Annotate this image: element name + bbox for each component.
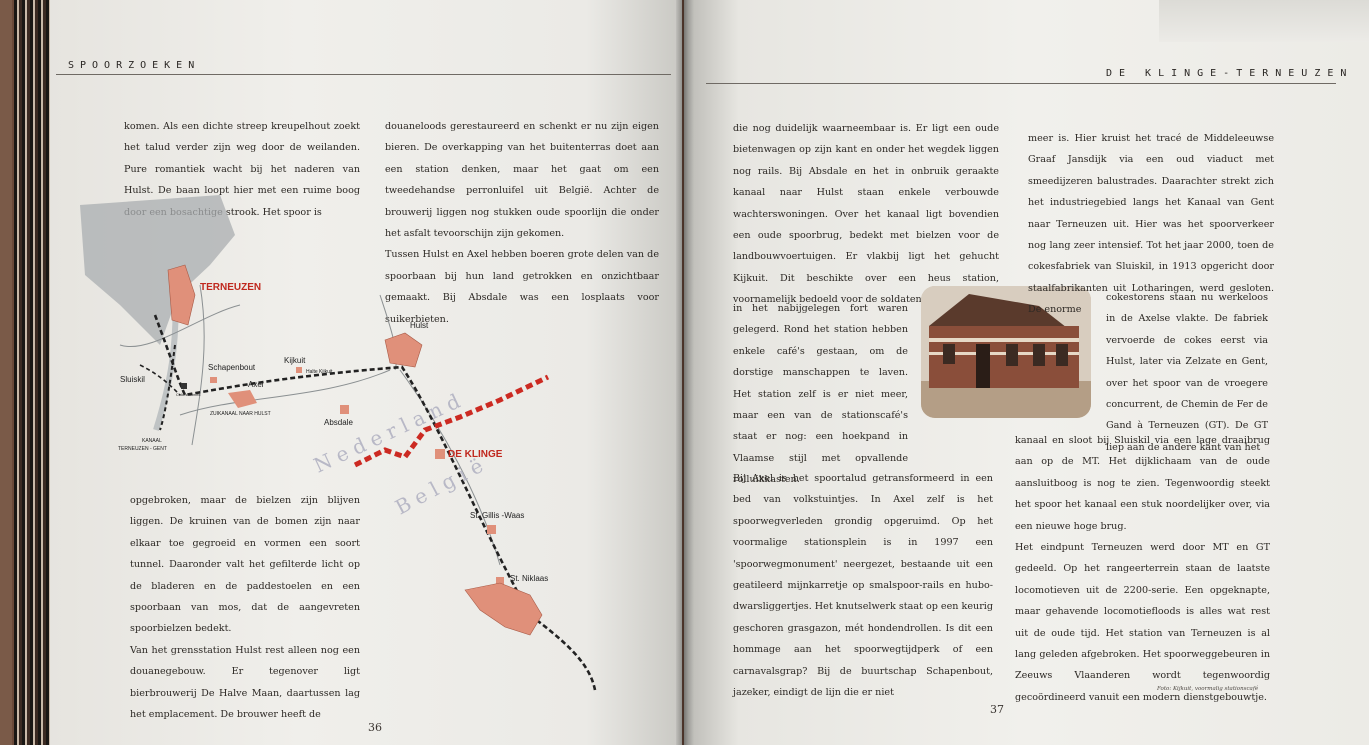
terneuzen-shape xyxy=(167,264,196,326)
absdale-label: Absdale xyxy=(324,418,353,427)
paragraph: kanaal en sloot bij Sluiskil via een lag… xyxy=(1015,435,1270,532)
route-map: TERNEUZEN Sluiskil Schapenbout Axel Kijk… xyxy=(80,195,597,691)
schapenbout-marker xyxy=(210,377,217,383)
right-column2-bottom-text: kanaal en sloot bij Sluiskil via een lag… xyxy=(1015,430,1270,708)
st-gillis-marker xyxy=(487,525,496,534)
st-niklaas-marker xyxy=(496,577,504,585)
hulst-shape xyxy=(384,332,423,368)
map-water xyxy=(80,195,235,345)
axel-shape xyxy=(228,390,257,408)
terneuzen-label: TERNEUZEN xyxy=(200,282,261,293)
header-rule-left xyxy=(56,74,671,75)
sluiskil-label: Sluiskil xyxy=(120,375,145,384)
left-page xyxy=(44,0,682,745)
schapenbout-label: Schapenbout xyxy=(208,363,256,372)
page-number-left: 36 xyxy=(368,721,382,734)
de-klinge-marker xyxy=(435,449,445,459)
right-column1-top-text: die nog duidelijk waarneembaar is. Er li… xyxy=(733,123,999,306)
st-niklaas-shape xyxy=(464,582,543,636)
cokes-fabriek-label: Cokes fabriek xyxy=(176,392,200,397)
page-stack-edge xyxy=(14,0,50,745)
kanaal-label-2: TERNEUZEN - GENT xyxy=(118,446,167,452)
paragraph: Van het grensstation Hulst rest alleen n… xyxy=(130,644,360,721)
book-edge xyxy=(0,0,12,745)
map-border xyxy=(353,374,550,468)
running-header-left: SPOORZOEKEN xyxy=(68,60,201,71)
left-column1-bottom-text: opgebroken, maar de bielzen zijn blijven… xyxy=(130,490,360,725)
right-column2-wrap-text: cokestorens staan nu werkeloos in de Axe… xyxy=(1106,292,1268,453)
map-railway xyxy=(153,314,597,691)
axel-label: Axel xyxy=(248,380,264,389)
absdale-marker xyxy=(340,405,349,414)
paragraph: opgebroken, maar de bielzen zijn blijven… xyxy=(130,495,360,635)
book-binding xyxy=(676,0,694,745)
page-number-right: 37 xyxy=(990,703,1004,716)
page-corner-tone xyxy=(1159,0,1369,42)
right-column2-top-text: meer is. Hier kruist het tracé de Middel… xyxy=(1028,133,1274,316)
right-column1-bottom-text: Bij Axel is het spoortalud getransformee… xyxy=(733,473,993,699)
de-klinge-label: DE KLINGE xyxy=(448,449,503,460)
paragraph: Tussen Hulst en Axel hebben boeren grote… xyxy=(385,249,659,325)
belgie-label: B e l g i ë xyxy=(391,453,487,519)
paragraph: douaneloods gerestaureerd en schenkt er … xyxy=(385,121,659,240)
running-header-right: DE KLINGE-TERNEUZEN xyxy=(1106,68,1354,79)
kijkuit-marker xyxy=(296,367,302,373)
photo-kijkuit-cafe xyxy=(921,286,1091,418)
halte-kijkuit-label: Halte Kijkuit xyxy=(306,369,333,375)
right-column1-wrap-text: in het nabijgelegen fort waren gelegerd.… xyxy=(733,303,908,486)
zuikanaal-label: ZUIKANAAL NAAR HULST xyxy=(210,411,271,417)
st-gillis-label: St. Gillis -Waas xyxy=(470,511,524,520)
nederland-label: N e d e r l a n d xyxy=(310,389,464,478)
left-column2-top-text: douaneloods gerestaureerd en schenkt er … xyxy=(385,116,659,330)
kanaal-label-1: KANAAL xyxy=(142,438,162,444)
photo-caption: Foto: Kijkuit, voormalig stationscafé xyxy=(1157,686,1259,692)
header-rule-right xyxy=(706,83,1336,84)
paragraph: Het eindpunt Terneuzen werd door MT en G… xyxy=(1015,542,1270,703)
hulst-label: Hulst xyxy=(410,321,429,330)
cokes-fabriek-marker xyxy=(181,383,187,389)
st-niklaas-label: St. Niklaas xyxy=(510,574,548,583)
kijkuit-label: Kijkuit xyxy=(284,356,306,365)
